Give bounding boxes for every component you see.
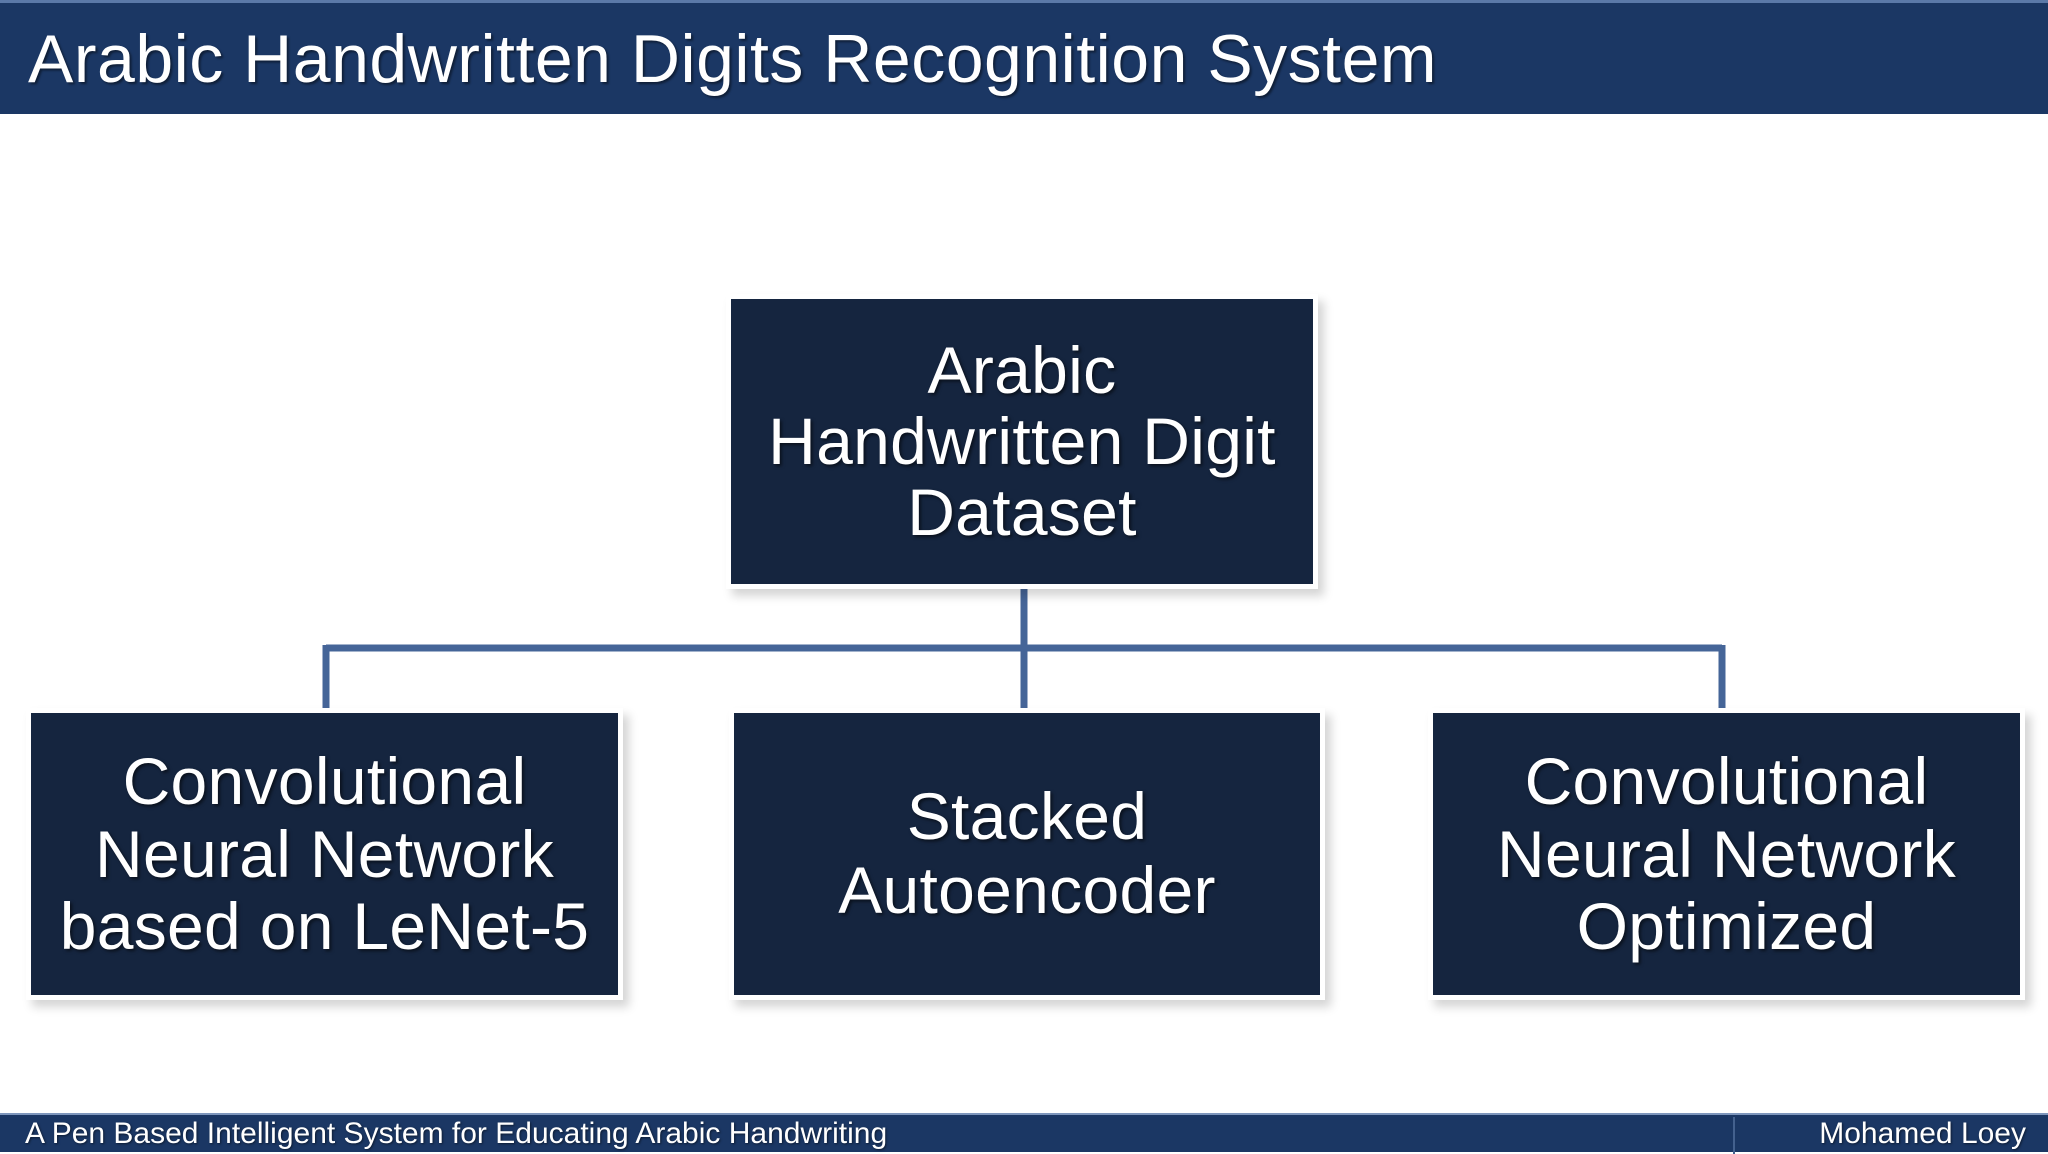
slide-footer-bar: A Pen Based Intelligent System for Educa… <box>0 1113 2048 1154</box>
slide-title-bar: Arabic Handwritten Digits Recognition Sy… <box>0 0 2048 118</box>
diagram-node-cnn-lenet5-label: Convolutional Neural Network based on Le… <box>59 744 590 964</box>
footer-divider <box>1733 1117 1735 1154</box>
page-title: Arabic Handwritten Digits Recognition Sy… <box>28 20 1438 97</box>
diagram-node-stacked-autoencoder[interactable]: Stacked Autoencoder <box>729 708 1325 1000</box>
diagram-node-dataset-label: Arabic Handwritten Digit Dataset <box>768 332 1276 550</box>
diagram-node-dataset[interactable]: Arabic Handwritten Digit Dataset <box>726 294 1318 589</box>
footer-subtitle: A Pen Based Intelligent System for Educa… <box>25 1116 888 1150</box>
diagram-node-cnn-optimized[interactable]: Convolutional Neural Network Optimized <box>1428 708 2025 1000</box>
footer-author: Mohamed Loey <box>1819 1116 2026 1150</box>
diagram-node-cnn-lenet5[interactable]: Convolutional Neural Network based on Le… <box>26 708 623 1000</box>
diagram-node-stacked-autoencoder-label: Stacked Autoencoder <box>838 779 1216 927</box>
diagram-node-cnn-optimized-label: Convolutional Neural Network Optimized <box>1496 744 1956 964</box>
